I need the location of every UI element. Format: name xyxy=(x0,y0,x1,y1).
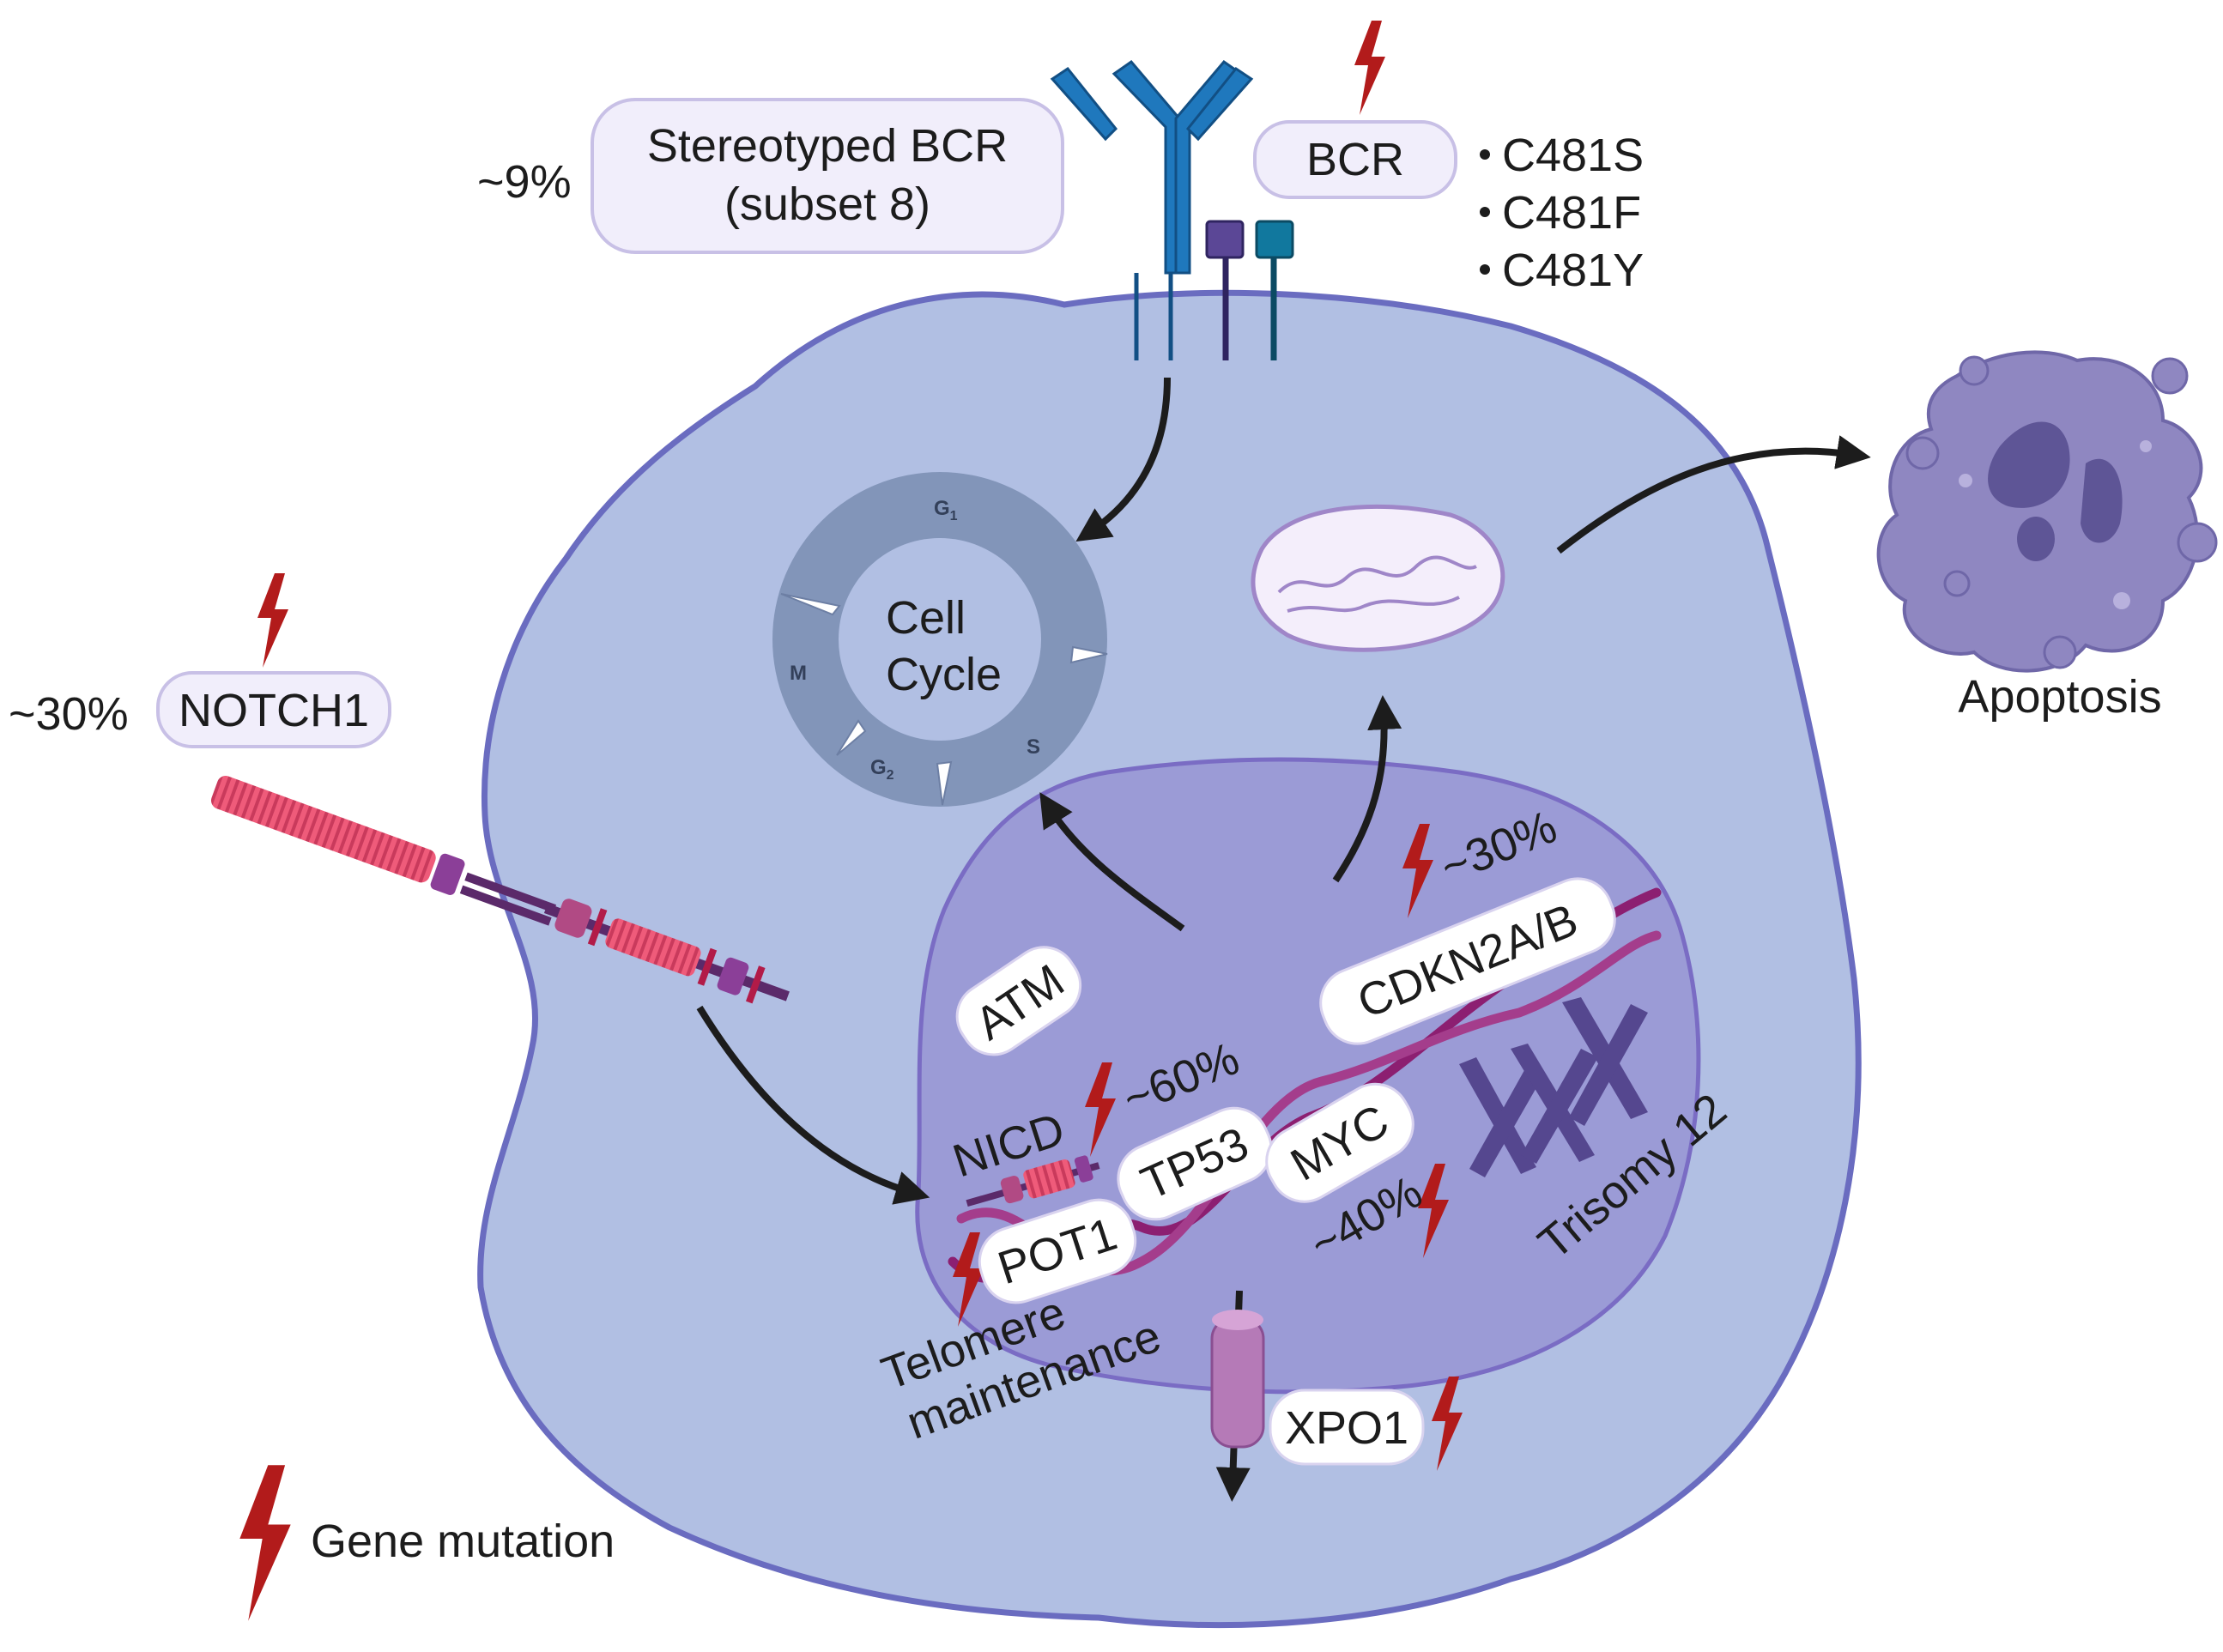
bcr-mutation-item: C481S xyxy=(1502,130,1644,181)
pot1-label: POT1 xyxy=(953,1198,1137,1327)
svg-text:BCR: BCR xyxy=(1306,134,1404,185)
notch1-pct: ~30% xyxy=(9,688,129,740)
gene-mutation-bolt-icon xyxy=(239,1465,291,1621)
svg-text:Stereotyped BCR: Stereotyped BCR xyxy=(647,120,1008,172)
arrow-nucleus-to-mitochondrion xyxy=(1332,695,1402,883)
cell-cycle-label: Cycle xyxy=(886,649,1002,700)
legend: Gene mutation xyxy=(239,1465,615,1621)
co-receptors xyxy=(1205,220,1294,360)
bcr-receptor xyxy=(1050,59,1254,360)
svg-text:XPO1: XPO1 xyxy=(1285,1402,1408,1454)
bcr-mutation-bolt-icon xyxy=(1354,21,1385,115)
bcr-mutation-list: C481S C481F C481Y xyxy=(1480,130,1644,296)
apoptosis-label: Apoptosis xyxy=(1958,671,2161,723)
xpo1-channel xyxy=(1210,1310,1265,1449)
phase-s: S xyxy=(1027,735,1040,759)
stereotyped-bcr-label: Stereotyped BCR (subset 8) ~9% xyxy=(477,98,1064,254)
trisomy-12-chromosomes xyxy=(1459,997,1648,1177)
legend-label: Gene mutation xyxy=(311,1516,615,1567)
mitochondrion xyxy=(1251,504,1505,652)
bcr-mutation-item: C481F xyxy=(1502,187,1641,239)
cell-cycle-label: Cell xyxy=(886,592,966,644)
xpo1-label: XPO1 xyxy=(1269,1377,1463,1471)
cell-cycle: G1 S G2 M Cell Cycle xyxy=(772,472,1108,807)
bcr-mutation-item: C481Y xyxy=(1502,245,1644,296)
notch1-mutation-bolt-icon xyxy=(257,573,288,668)
arrow-bcr-to-cellcycle xyxy=(1075,377,1171,542)
arrow-notch-to-nucleus xyxy=(696,1005,930,1205)
nicd-fragment xyxy=(966,1155,1100,1207)
svg-text:NOTCH1: NOTCH1 xyxy=(179,685,369,736)
notch1-receptor xyxy=(210,776,790,1004)
notch1-label: NOTCH1 ~30% xyxy=(9,573,391,748)
arrow-nucleus-to-cellcycle xyxy=(1039,792,1185,932)
svg-text:(subset 8): (subset 8) xyxy=(724,179,930,230)
arrow-mitochondrion-to-apoptosis xyxy=(1556,435,1871,554)
phase-m: M xyxy=(790,662,807,685)
stereotyped-pct: ~9% xyxy=(477,156,572,208)
apoptotic-cell: Apoptosis xyxy=(1876,350,2218,723)
bcr-label: BCR xyxy=(1253,21,1457,199)
